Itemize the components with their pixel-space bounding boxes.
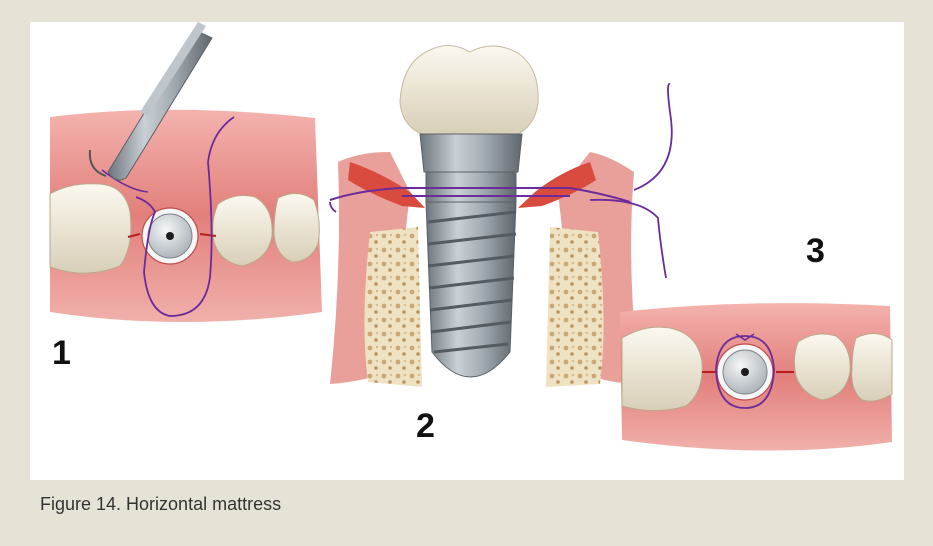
premolar-tooth [213, 196, 273, 266]
figure-caption: Figure 14. Horizontal mattress [40, 494, 281, 515]
hex-socket [741, 368, 749, 376]
molar-tooth [622, 327, 702, 410]
bone-left [364, 227, 422, 387]
step-label-3: 3 [806, 232, 825, 271]
bone-right [546, 227, 604, 387]
molar-tooth [50, 184, 131, 273]
premolar-tooth [274, 193, 319, 262]
premolar-tooth [852, 333, 892, 401]
step-label-2: 2 [416, 407, 435, 446]
step-3-illustration [620, 303, 892, 450]
hex-socket [166, 232, 174, 240]
horizontal-mattress-illustration [30, 22, 904, 480]
step-label-1: 1 [52, 334, 71, 373]
abutment [420, 134, 522, 172]
illustration-panel: 1 2 3 [30, 22, 904, 480]
crown [400, 45, 538, 134]
step-1-illustration [50, 22, 322, 322]
